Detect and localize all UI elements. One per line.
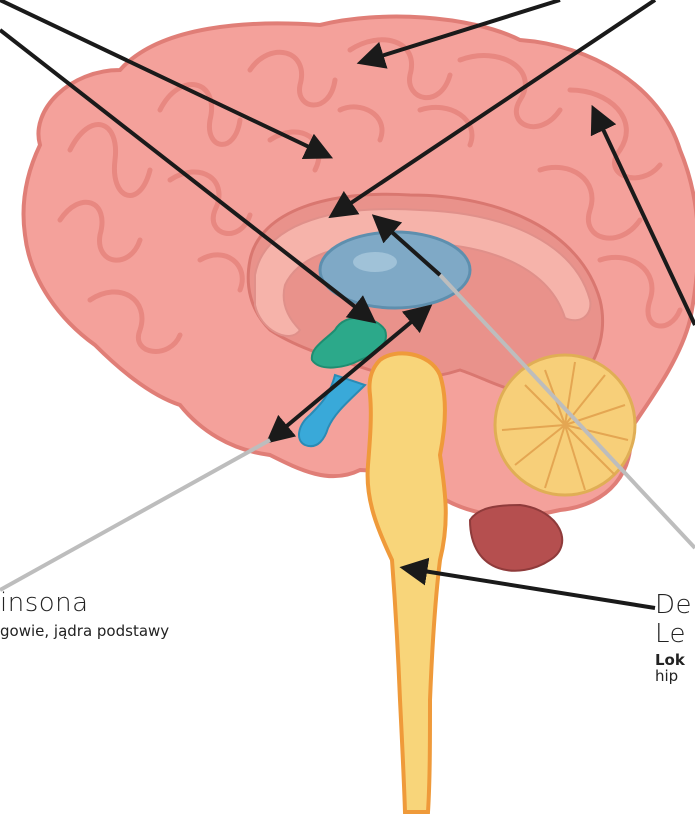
left-label-subtitle: gowie, jądra podstawy [0, 622, 169, 640]
ventricle-highlight [353, 252, 397, 272]
left-label-title: insona [0, 588, 89, 618]
arrow-spinal [405, 568, 655, 608]
leader-left-bottom [0, 440, 270, 590]
right-label-line2: Le [655, 619, 686, 649]
brainstem [368, 353, 446, 812]
right-label-line4: hip [655, 667, 678, 685]
right-label-line1: De [655, 590, 692, 620]
